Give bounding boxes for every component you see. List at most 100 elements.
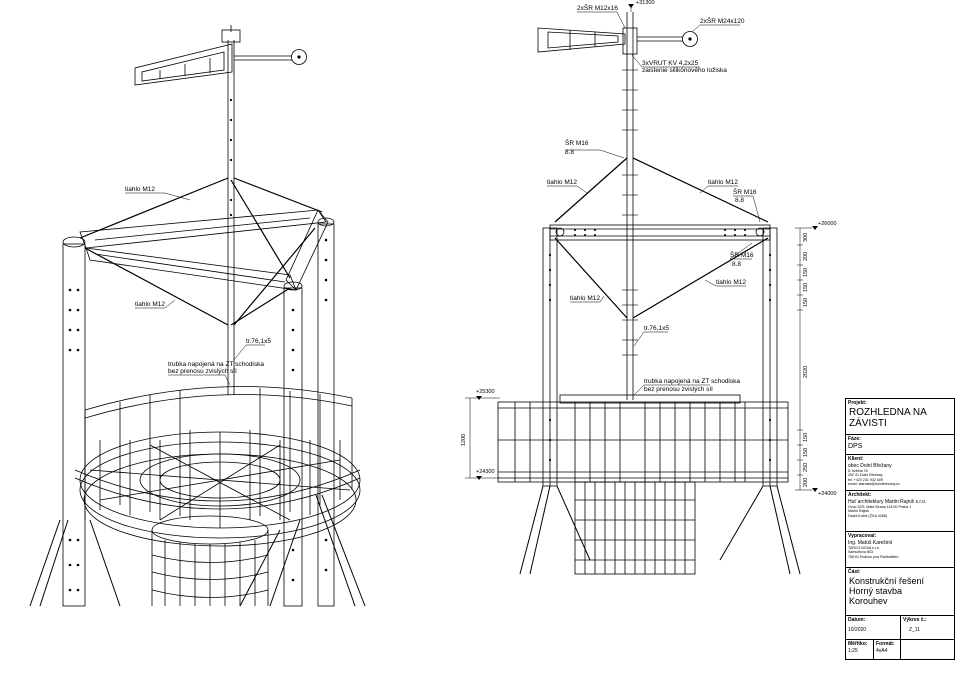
right-label-sr-88-c: 8.8 [732,261,742,268]
left-label-tube: tr.76,1x5 [246,338,271,345]
right-level-24000: +24000 [818,491,837,497]
tb-format-cell: Formát: 4xA4 [874,640,901,659]
tb-vykres-value: Z_11 [909,627,921,633]
tb-projekt-line-2: ZÁVISTI [849,418,887,429]
left-column-bolts [68,98,328,592]
right-dim-5: 2020 [803,365,809,378]
right-level-24300: +24300 [476,469,495,475]
tb-projekt-line-1: ROZHLEDNA NA [849,407,927,418]
tb-vypracoval-addr-1: TARCO NOVA s.r.o. [848,546,880,550]
tb-datum-row: Datum: 10/2020 Výkres č.: Z_11 [846,616,954,640]
tb-meritko-row: Měřítko: 1:25 Formát: 4xA4 [846,640,954,659]
tb-projekt-label: Projekt: [848,400,867,406]
right-label-sr-top: 2xŠR M12x16 [577,5,618,12]
left-label-tiahlo-top: tiahlo M12 [125,186,155,193]
right-mast [622,12,638,400]
right-level-top: +31300 [636,0,655,6]
right-leaders [547,11,761,396]
axonometric-view [29,25,366,607]
title-block: Projekt: ROZHLEDNA NA ZÁVISTI Fáze: DPS … [845,398,955,660]
right-stair-core [574,481,696,575]
tb-klient-addr-3: tel: +420 241 932 609 [848,477,883,482]
tb-architekt-addr-1: Ovoc 22/9, Malá Strana 118 00 Praha 1 [848,505,912,509]
left-tension-rods [79,177,323,326]
tb-cast: Část: Konstrukční řešení Horný stavba Ko… [846,568,954,616]
tb-vypracoval: Vypracoval: Ing. Matúš Karešinií TARCO N… [846,532,954,568]
tb-vypracoval-label: Vypracoval: [848,533,877,539]
right-column-bolts [548,253,772,462]
tb-cast-line-3: Korouhev [849,596,888,606]
right-dim-3: 150 [803,282,809,292]
tb-vypracoval-addr-2: Samuelova 803 [848,550,873,555]
tb-faze-label: Fáze: [848,436,861,442]
tb-vypracoval-addr-3: 756 61 Rožnov pod Radhoštěm [848,554,899,559]
right-top-beam [549,224,771,241]
right-dim-9: 200 [803,477,809,487]
right-label-note-1: trubka napojená na ZT schodiska [644,378,740,385]
tb-architekt: Architekt: Huť architektury Martin Rajni… [846,491,954,532]
right-label-vrut-2: zaistenie silikónového ložiska [642,67,727,74]
left-ring-frame [79,209,329,291]
right-level-markers [476,4,818,492]
tb-architekt-value: Huť architektury Martin Rajniš s.r.o. [848,499,927,505]
tb-klient-addr-2: 252 41 Dolní Břežany [848,473,883,478]
tb-format-label: Formát: [876,641,895,647]
left-label-note-1: trubka napojená na ZT schodiska [168,361,264,368]
tb-klient-addr-1: 5. května 78 [848,469,868,473]
tb-cast-label: Část: [848,569,861,575]
right-level-25300: +25300 [476,389,495,395]
tb-faze-value: DPS [848,443,863,450]
tb-projekt: Projekt: ROZHLEDNA NA ZÁVISTI [846,399,954,435]
tb-meritko-value: 1:25 [848,648,858,654]
right-mast-bolts [622,69,638,356]
right-dim-1200: 1200 [461,433,467,446]
right-beam-bolts [574,229,746,236]
right-label-sr-m16-b: ŠR M16 [733,189,757,196]
tb-meritko-cell: Měřítko: 1:25 [846,640,874,659]
right-label-sr-head: 2xŠR M24x120 [700,18,745,25]
right-label-tube: tr.76,1x5 [644,325,669,332]
right-label-sr-m16-c: ŠR M16 [730,252,754,259]
tb-datum-label: Datum: [848,617,866,623]
right-label-tiahlo-tl: tiahlo M12 [547,179,577,186]
left-diagonal-legs [29,494,366,607]
left-label-tiahlo-bottom: tiahlo M12 [135,301,165,308]
right-dim-6: 150 [803,432,809,442]
right-dim-7: 150 [803,447,809,457]
right-level-26000: +26000 [818,221,837,227]
tb-klient-label: Klient: [848,456,864,462]
tb-klient-addr-4: email: starosta@dolnibrezany.cz [848,481,900,486]
right-label-tiahlo-br: tiahlo M12 [716,279,746,286]
left-stair-core [151,515,269,606]
tb-format-value: 4xA4 [876,648,888,654]
right-dim-4: 150 [803,297,809,307]
tb-datum-value: 10/2020 [848,627,867,633]
right-diagonal-legs [519,485,801,575]
right-label-sr-88-b: 8.8 [735,197,745,204]
tb-cast-line-2: Horný stavba [849,586,903,596]
right-dim-0: 300 [803,232,809,242]
tb-architekt-addr-2: Martin Rajniš [848,509,869,514]
left-railing [74,386,361,520]
left-mast [221,25,241,395]
right-label-tiahlo-tr: tiahlo M12 [708,179,738,186]
tb-klient: Klient: obec Dolní Břežany 5. května 78 … [846,455,954,491]
right-platform [497,394,789,483]
right-label-tiahlo-bl: tiahlo M12 [570,295,600,302]
right-wind-vane [537,27,698,53]
tb-faze: Fáze: DPS [846,435,954,455]
tb-vypracoval-value: Ing. Matúš Karešinií [848,540,893,546]
right-label-sr-m16-a: ŠR M16 [565,140,589,147]
right-dim-1: 200 [803,251,809,261]
left-wind-vane [134,43,307,86]
tb-architekt-label: Architekt: [848,492,872,498]
right-dim-8: 250 [803,462,809,472]
right-label-note-2: bez prenosu zvislých síl [644,386,713,393]
tb-architekt-addr-3: David Kubík (ČKA 4266) [848,513,887,518]
right-dimension-chain [465,5,812,491]
tb-meritko-label: Měřítko: [848,641,868,647]
tb-datum-cell: Datum: 10/2020 [846,616,901,639]
tb-klient-value: obec Dolní Břežany [848,463,892,469]
tb-cast-line-1: Konstrukční řešení [849,576,925,586]
